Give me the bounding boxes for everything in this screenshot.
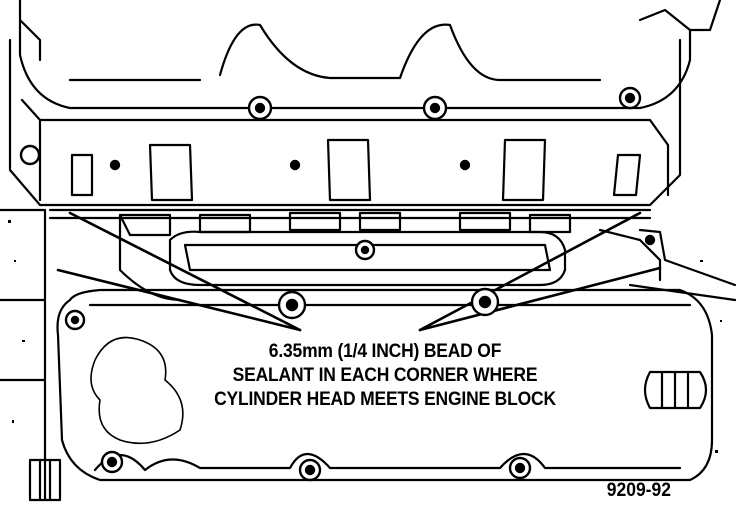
valve-cover <box>56 288 714 482</box>
valley-cover <box>168 230 567 287</box>
engine-block <box>0 208 47 502</box>
cylinder-head-plate <box>8 38 682 207</box>
intake-port <box>326 138 372 202</box>
callout-line-2: SEALANT IN EACH CORNER WHERE <box>232 365 538 386</box>
callout-line-1: 6.35mm (1/4 INCH) BEAD OF <box>268 341 502 362</box>
sealant-callout: 6.35mm (1/4 INCH) BEAD OF SEALANT IN EAC… <box>169 340 601 412</box>
upper-cover <box>18 0 722 110</box>
intake-port <box>501 138 547 202</box>
intake-port <box>148 143 194 202</box>
sealant-arrows <box>56 211 662 332</box>
callout-line-3: CYLINDER HEAD MEETS ENGINE BLOCK <box>214 389 556 410</box>
figure-number: 9209-92 <box>606 480 671 501</box>
oil-filler-cap <box>643 370 708 410</box>
